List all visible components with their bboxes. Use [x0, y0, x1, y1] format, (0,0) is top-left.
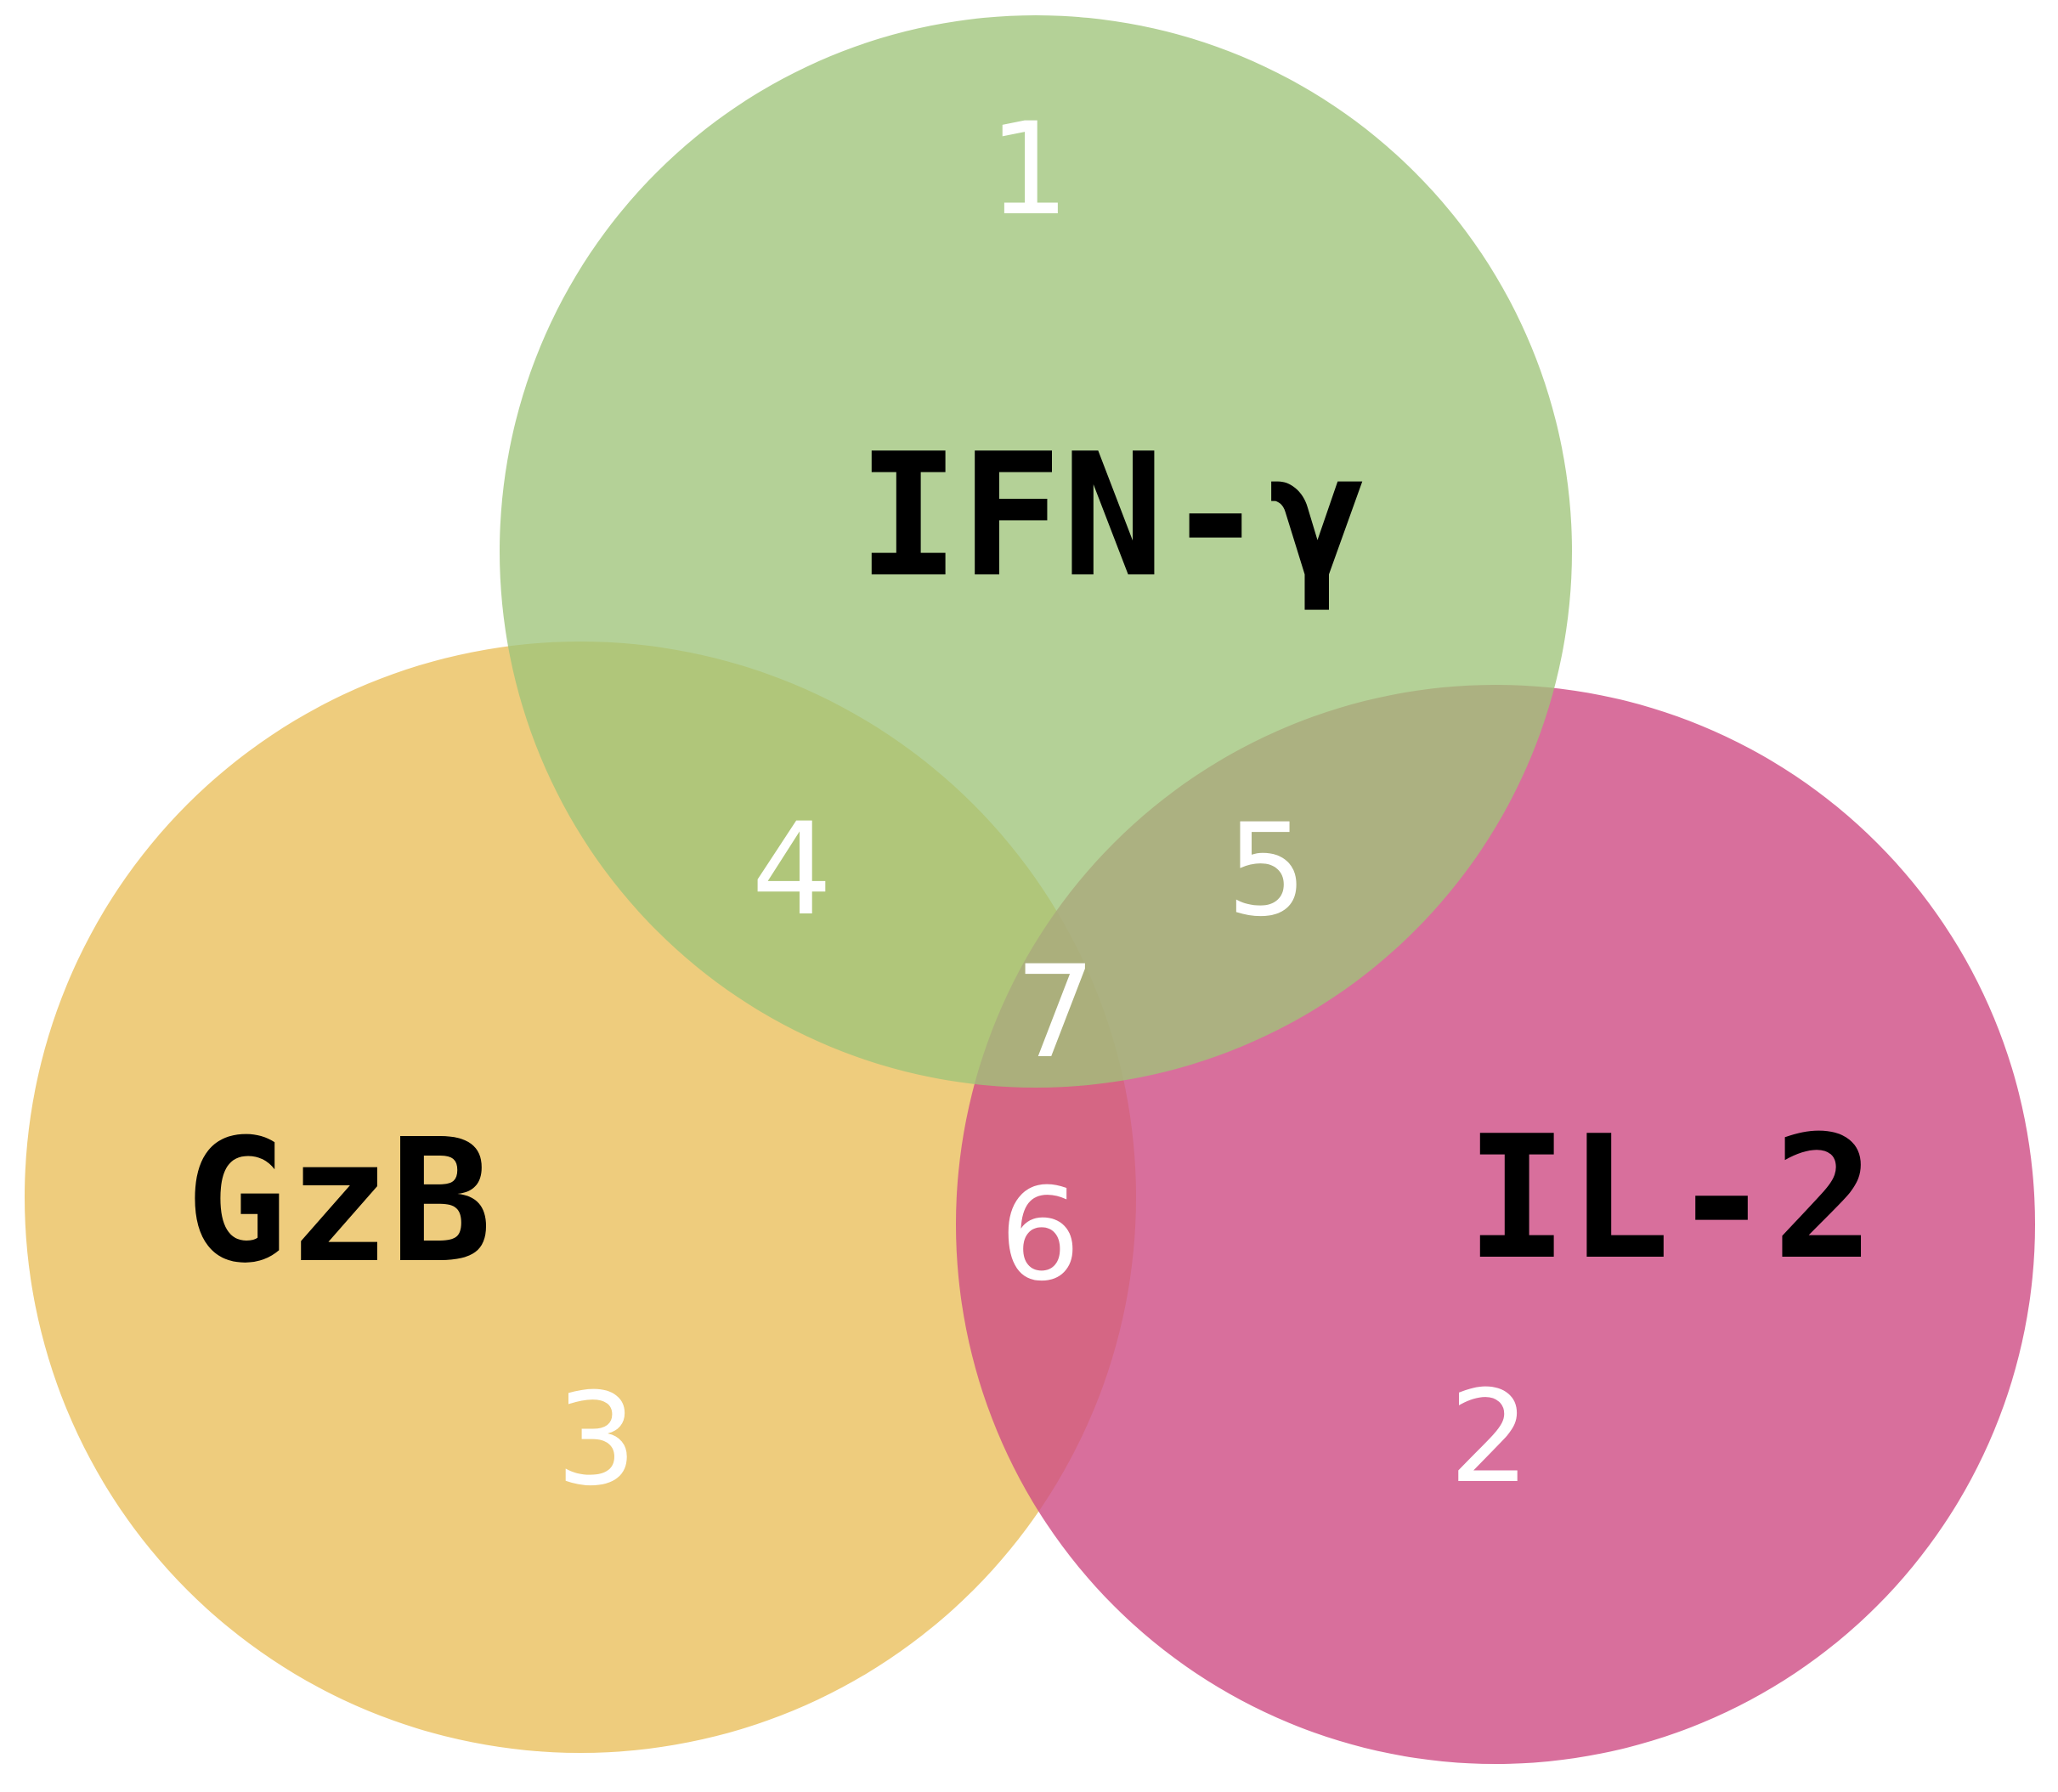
label-ifng: IFN-γ	[857, 417, 1369, 615]
region-gzb-il2: 6	[999, 1162, 1080, 1309]
region-ifng-only: 1	[988, 96, 1069, 244]
label-gzb: GzB	[185, 1103, 492, 1301]
region-gzb-only: 3	[556, 1366, 636, 1514]
region-il2-only: 2	[1449, 1364, 1529, 1512]
region-all-three: 7	[1015, 939, 1095, 1087]
region-ifng-il2: 5	[1226, 797, 1307, 945]
label-il2: IL-2	[1466, 1100, 1875, 1297]
region-ifng-gzb: 4	[751, 796, 832, 944]
circle-ifng	[500, 15, 1572, 1088]
